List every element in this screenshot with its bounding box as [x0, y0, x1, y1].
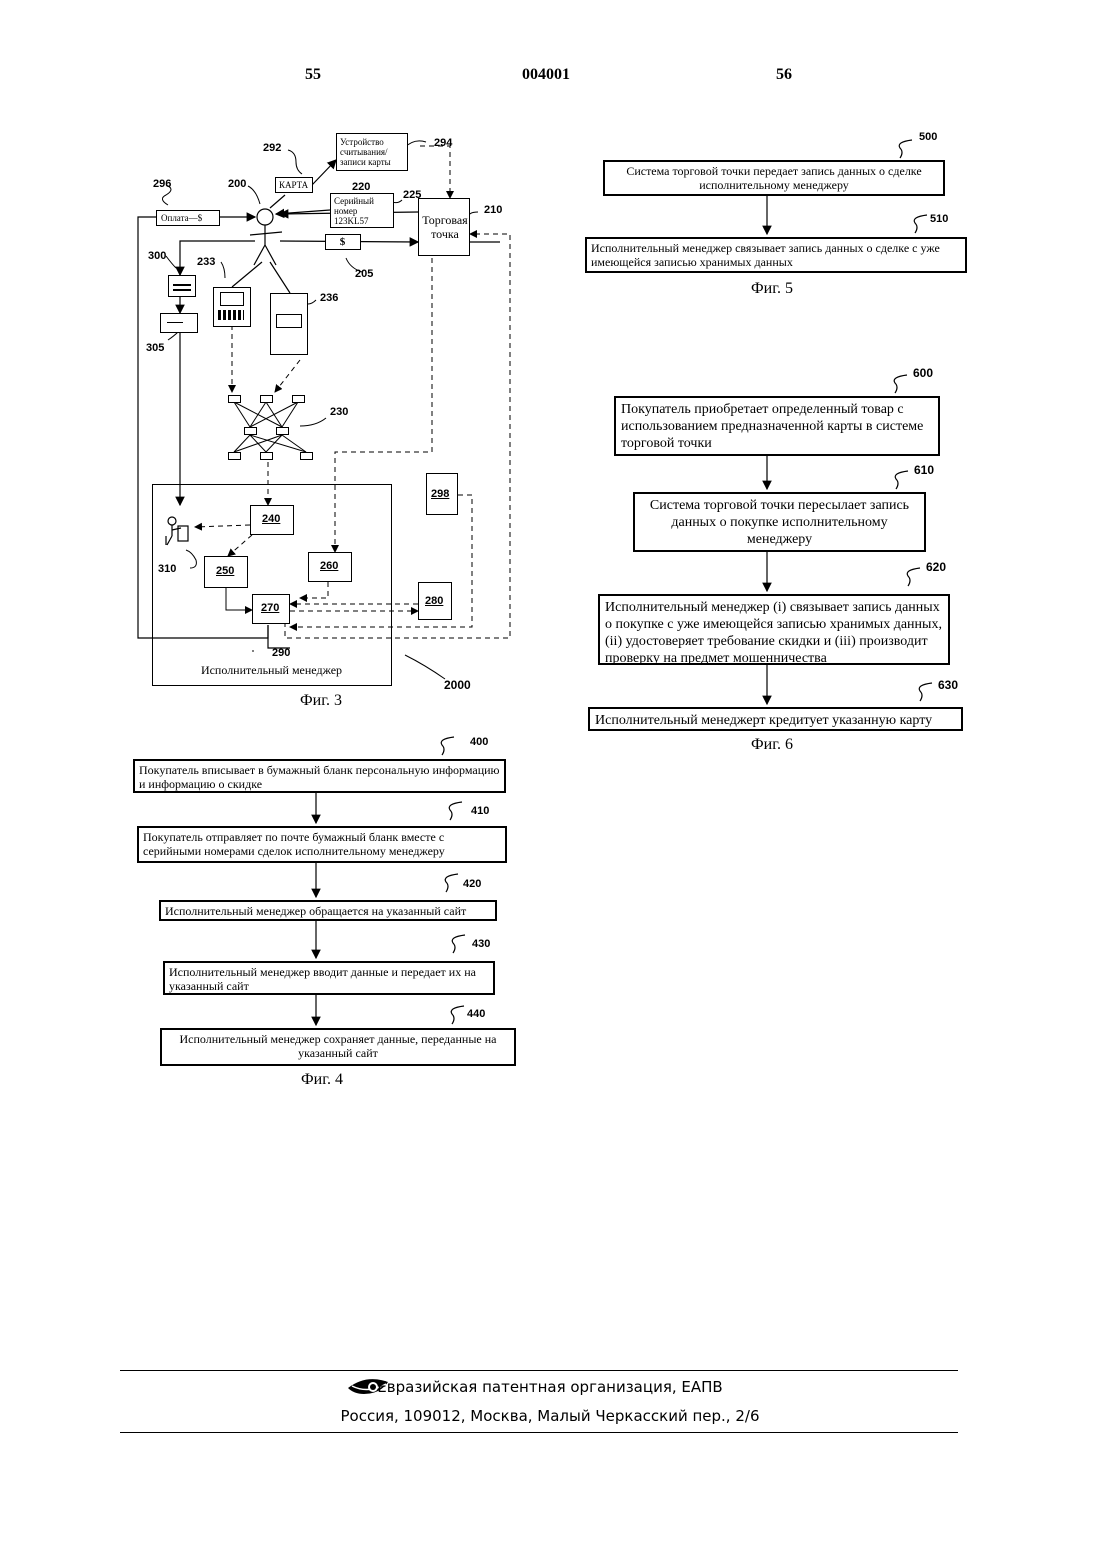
footer-organization: Евразийская патентная организация, ЕАПВ [0, 1378, 1100, 1396]
footer-rule-bottom [120, 1432, 958, 1433]
footer-address: Россия, 109012, Москва, Малый Черкасский… [0, 1407, 1100, 1425]
